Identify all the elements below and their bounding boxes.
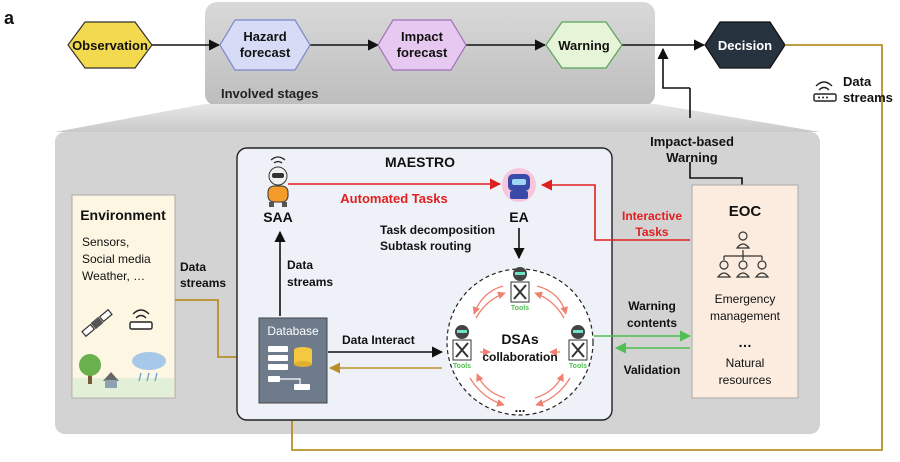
environment-title: Environment xyxy=(80,207,166,223)
router-icon xyxy=(813,81,837,102)
ea-robot-icon xyxy=(502,168,536,202)
dsas-subtitle: collaboration xyxy=(482,350,557,364)
observation-label: Observation xyxy=(72,38,148,53)
hazard-label-line2: forecast xyxy=(240,45,291,60)
eoc-emergency-line2: management xyxy=(710,309,781,323)
warning-contents-line1: Warning xyxy=(628,299,676,313)
data-streams-left-line1: Data xyxy=(180,260,206,274)
automated-tasks-label: Automated Tasks xyxy=(340,191,447,206)
maestro-data-streams-line2: streams xyxy=(287,275,333,289)
arrow-to-decision xyxy=(657,47,690,89)
landscape-icon xyxy=(73,352,174,397)
data-interact-label: Data Interact xyxy=(342,333,415,347)
dsa-left-tools: Tools xyxy=(453,363,471,370)
hazard-label-line1: Hazard xyxy=(243,29,286,44)
environment-line1: Sensors, xyxy=(82,235,129,249)
eoc-box xyxy=(691,184,799,399)
eoc-dots: … xyxy=(738,334,752,350)
dsa-agent-left: Tools xyxy=(452,325,472,370)
interactive-tasks-line2: Tasks xyxy=(635,225,668,239)
impact-based-warning-line2: Warning xyxy=(666,150,718,165)
dsa-agent-right: Tools xyxy=(568,325,588,370)
dsa-right-tools: Tools xyxy=(569,363,587,370)
interactive-tasks-arrow xyxy=(540,179,690,241)
dsas-title: DSAs xyxy=(501,331,539,347)
eoc-title: EOC xyxy=(729,203,762,220)
ea-label: EA xyxy=(509,209,528,225)
stage-impact-forecast: Impact forecast xyxy=(377,19,467,71)
maestro-data-streams-line1: Data xyxy=(287,258,313,272)
validation-label: Validation xyxy=(624,363,681,377)
data-streams-right-line1: Data xyxy=(843,74,872,89)
data-streams-right-line2: streams xyxy=(843,90,893,105)
panel-label: a xyxy=(4,8,15,28)
eoc-emergency-line1: Emergency xyxy=(715,292,776,306)
task-decomposition-label: Task decomposition xyxy=(380,223,495,237)
eoc-natural-line2: resources xyxy=(719,373,772,387)
satellite-icon xyxy=(81,308,113,338)
warning-label: Warning xyxy=(558,38,610,53)
interactive-tasks-line1: Interactive xyxy=(622,209,682,223)
impact-label-line2: forecast xyxy=(397,45,448,60)
dsa-agent-top: Tools xyxy=(510,267,530,312)
org-chart-icon xyxy=(716,231,770,278)
environment-line2: Social media xyxy=(82,252,151,266)
impact-based-warning-line1: Impact-based xyxy=(650,134,734,149)
database-label: Database xyxy=(267,324,319,338)
eoc-to-warning-line xyxy=(689,162,743,185)
maestro-title: MAESTRO xyxy=(385,154,455,170)
data-streams-left-line2: streams xyxy=(180,276,226,290)
decision-label: Decision xyxy=(718,38,772,53)
database-icon xyxy=(268,346,312,390)
environment-line3: Weather, … xyxy=(82,269,145,283)
dsa-top-tools: Tools xyxy=(511,305,529,312)
stages-funnel xyxy=(55,104,820,132)
stage-decision: Decision xyxy=(704,21,786,69)
impact-label-line1: Impact xyxy=(401,29,444,44)
warning-contents-line2: contents xyxy=(627,316,677,330)
saa-label: SAA xyxy=(263,209,293,225)
collaboration-arrows xyxy=(469,285,571,407)
feedback-data-stream xyxy=(285,44,883,451)
stage-observation: Observation xyxy=(67,21,153,69)
sensor-router-icon xyxy=(129,309,153,330)
eoc-natural-line1: Natural xyxy=(726,356,765,370)
subtask-routing-label: Subtask routing xyxy=(380,239,471,253)
dsas-ellipsis: ... xyxy=(515,400,526,415)
stage-hazard-forecast: Hazard forecast xyxy=(219,19,311,71)
involved-stages-label: Involved stages xyxy=(221,86,319,101)
stage-warning: Warning xyxy=(545,21,623,69)
saa-robot-icon xyxy=(267,156,289,207)
